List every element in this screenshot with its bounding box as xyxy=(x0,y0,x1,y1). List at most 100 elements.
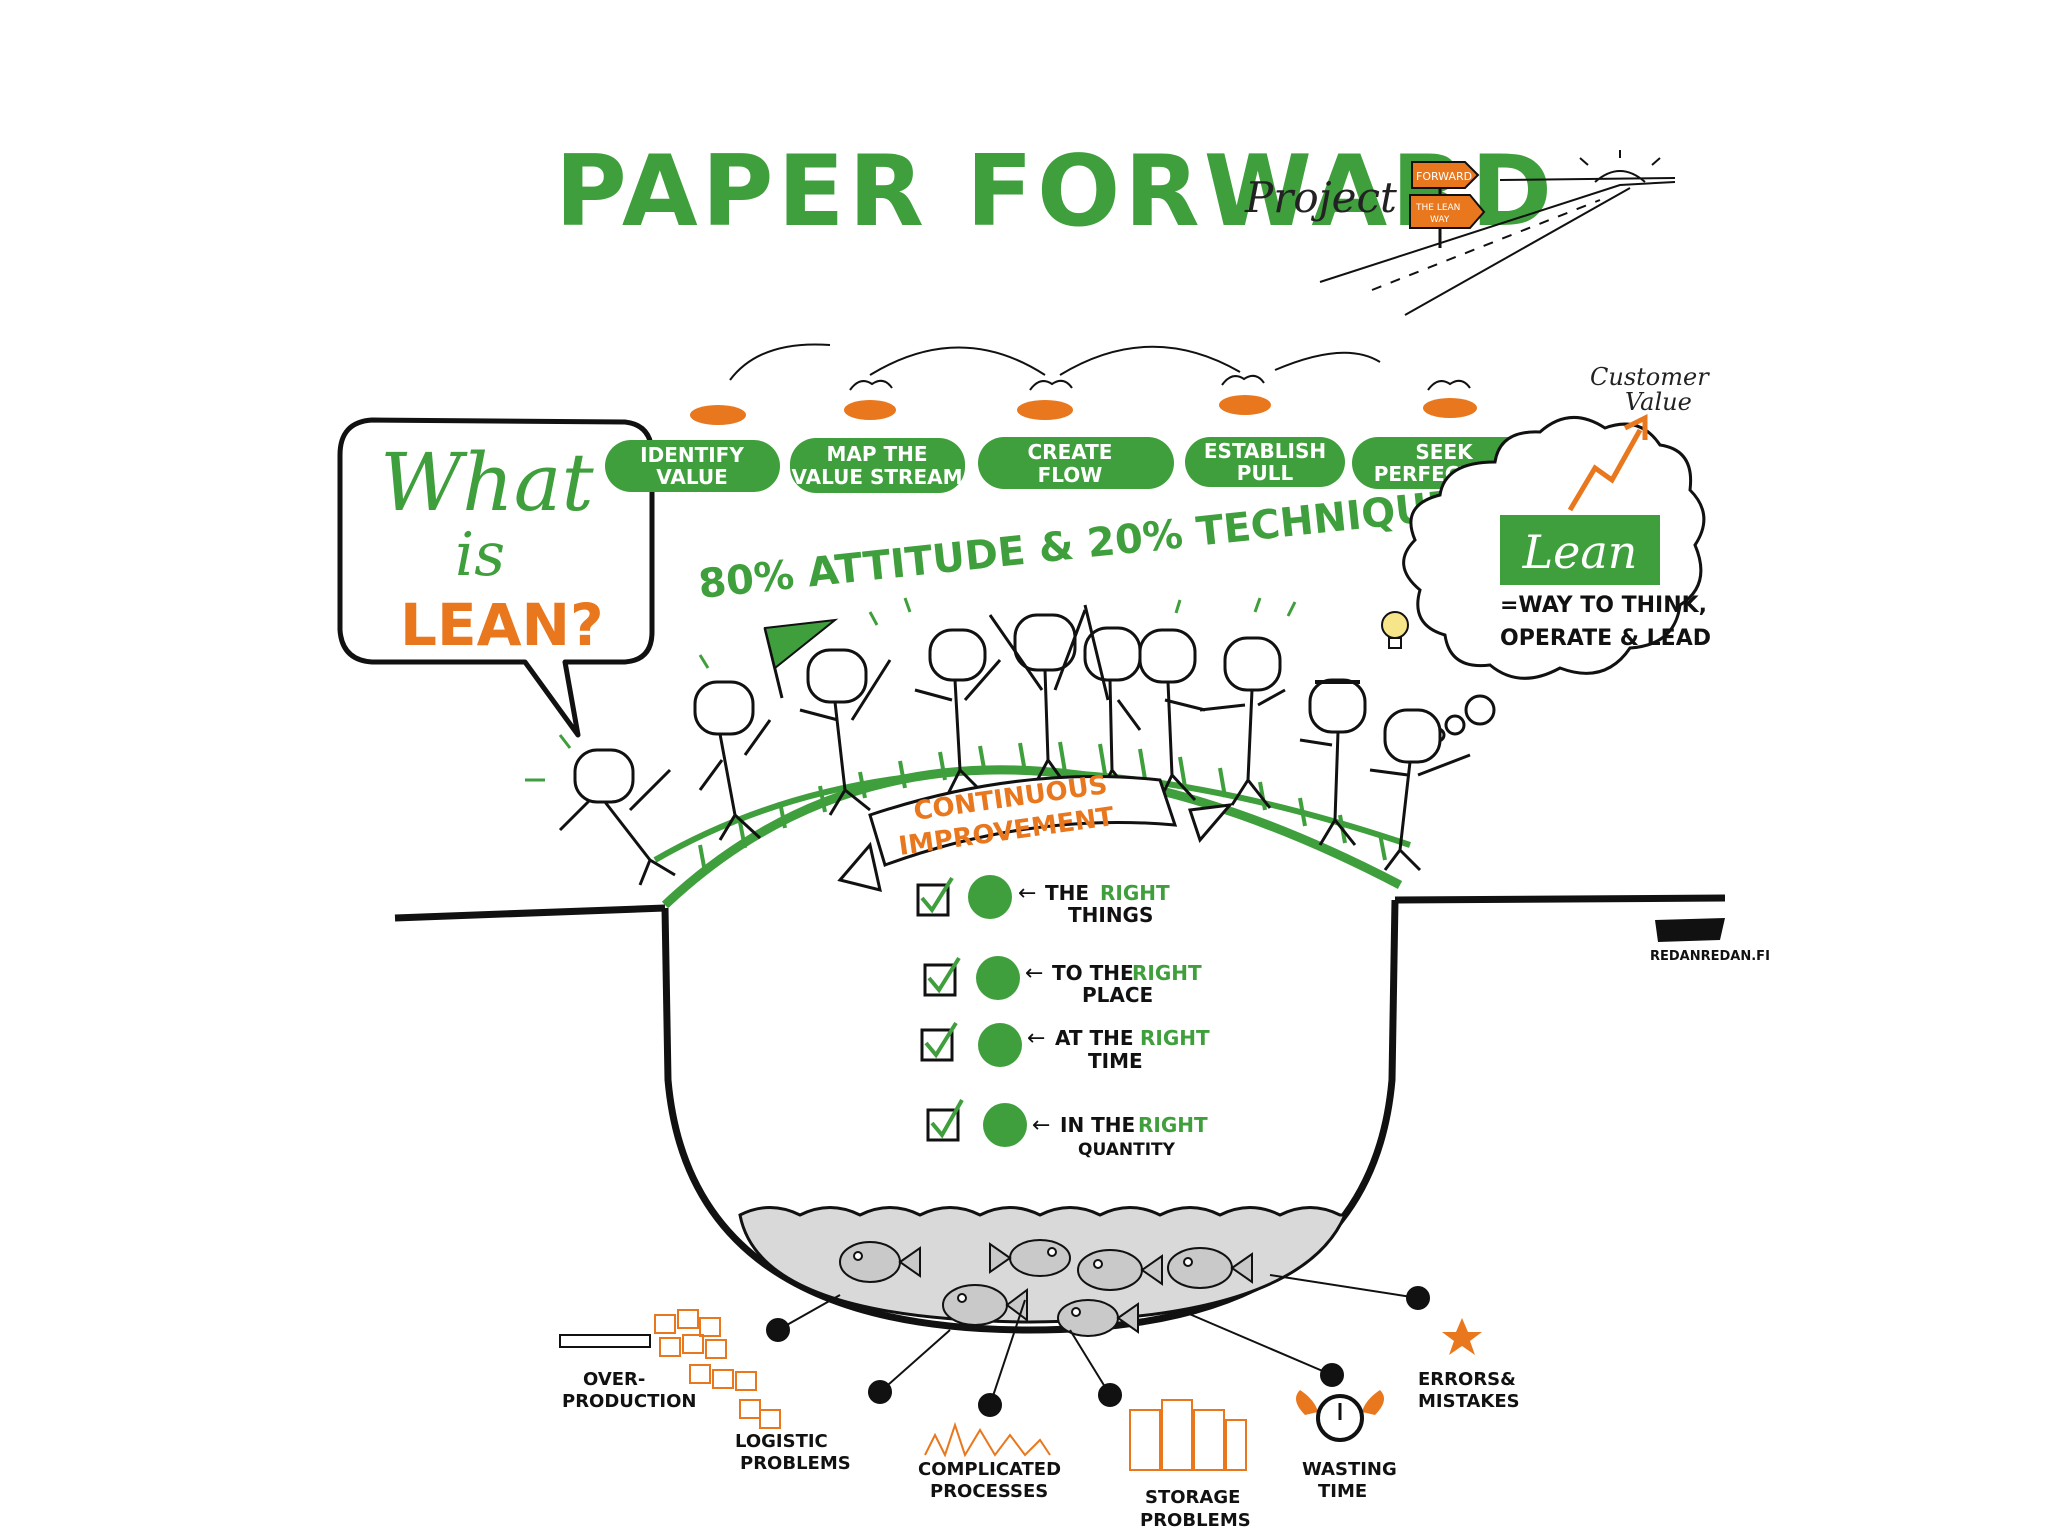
team-figures xyxy=(558,604,1471,886)
person-figure xyxy=(1299,678,1367,846)
sign-way-text: WAY xyxy=(1430,215,1450,225)
waste-errors-line1: ERRORS& xyxy=(1418,1369,1516,1390)
artist-signature: REDANREDAN.FI xyxy=(1650,918,1770,964)
waste-errors-line2: MISTAKES xyxy=(1418,1391,1520,1412)
person-figure xyxy=(914,628,1002,801)
lean-definition-line2: OPERATE & LEAD xyxy=(1500,626,1711,651)
lean-steps: IDENTIFY VALUE MAP THE VALUE STREAM CREA… xyxy=(605,437,1537,493)
lean-label-box xyxy=(1500,515,1660,585)
right-2-pre: TO THE xyxy=(1052,961,1134,985)
footsteps xyxy=(690,343,1477,425)
lean-label: Lean xyxy=(1522,525,1638,579)
right-item-things: ← THE RIGHT THINGS xyxy=(916,875,1170,927)
right-2-arrow: ← xyxy=(1025,961,1043,986)
road-sign-illustration: FORWARD THE LEAN WAY xyxy=(1319,150,1676,316)
waste-fish xyxy=(839,1239,1253,1337)
waste-overproduction-line2: PRODUCTION xyxy=(562,1391,696,1412)
step-3-line2: FLOW xyxy=(1038,463,1103,487)
person-figure xyxy=(799,648,892,816)
step-4-line1: ESTABLISH xyxy=(1204,439,1326,463)
customer-value-line2: Value xyxy=(1625,388,1692,416)
step-1-line1: IDENTIFY xyxy=(640,443,744,467)
right-2-post: PLACE xyxy=(1082,983,1153,1007)
step-4-line2: PULL xyxy=(1237,461,1294,485)
fish-icon xyxy=(1167,1247,1253,1289)
step-2-line1: MAP THE xyxy=(826,442,927,466)
step-3-line1: CREATE xyxy=(1028,440,1113,464)
lean-definition-line1: =WAY TO THINK, xyxy=(1500,593,1707,618)
waste-storage-line1: STORAGE xyxy=(1145,1487,1240,1508)
person-figure xyxy=(988,609,1087,791)
waste-logistic-line1: LOGISTIC xyxy=(735,1431,828,1452)
complicated-processes-icon xyxy=(924,1421,1051,1458)
waste-labels: OVER- PRODUCTION LOGISTIC PROBLEMS COMPL… xyxy=(562,1369,1520,1531)
step-5-line1: SEEK xyxy=(1415,440,1474,464)
step-1-line2: VALUE xyxy=(656,465,728,489)
fish-icon xyxy=(839,1241,921,1283)
step-2-line2: VALUE STREAM xyxy=(792,465,963,489)
sign-lean-way xyxy=(1409,194,1486,229)
page-title: PAPER FORWARD xyxy=(555,135,1556,249)
slogan-text: 80% ATTITUDE & 20% TECHNIQUE xyxy=(696,483,1457,608)
lightbulb-icon xyxy=(1381,611,1409,649)
right-item-time: ← AT THE RIGHT TIME xyxy=(920,1021,1210,1073)
fish-icon xyxy=(989,1239,1071,1277)
step-identify-value: IDENTIFY VALUE xyxy=(605,440,780,492)
growth-arrow-icon xyxy=(1567,428,1643,512)
sign-lean-text: THE LEAN xyxy=(1415,203,1460,213)
person-figure xyxy=(1369,708,1471,872)
overproduction-icon xyxy=(559,1309,781,1429)
waste-complicated-line2: PROCESSES xyxy=(930,1481,1048,1502)
storage-problems-icon xyxy=(1129,1399,1247,1471)
waste-storage-line2: PROBLEMS xyxy=(1140,1510,1251,1531)
sign-forward xyxy=(1411,161,1480,189)
person-figure xyxy=(558,748,676,886)
cheer-marks xyxy=(525,597,1297,782)
step-create-flow: CREATE FLOW xyxy=(978,437,1174,489)
flag-icon xyxy=(763,618,839,699)
right-1-post: THINGS xyxy=(1068,903,1153,927)
waste-logistic-line2: PROBLEMS xyxy=(740,1453,851,1474)
fish-icon xyxy=(1077,1249,1163,1291)
person-figure xyxy=(693,680,772,841)
right-4-pre: IN THE xyxy=(1060,1113,1135,1137)
right-4-post: QUANTITY xyxy=(1078,1140,1176,1160)
page-subtitle: Project xyxy=(1244,173,1397,222)
wasting-time-icon xyxy=(1296,1390,1384,1442)
right-1-accent: RIGHT xyxy=(1100,881,1170,905)
right-2-accent: RIGHT xyxy=(1132,961,1202,985)
right-1-pre: THE xyxy=(1045,881,1089,905)
rights-checklist: ← THE RIGHT THINGS ← TO THE RIGHT PLACE … xyxy=(916,875,1210,1160)
waste-overproduction-line1: OVER- xyxy=(583,1369,645,1390)
bubble-lean: LEAN? xyxy=(400,591,604,659)
bubble-what: What xyxy=(380,436,594,529)
bubble-is: is xyxy=(455,520,505,590)
sign-forward-text: FORWARD xyxy=(1416,170,1472,183)
right-item-place: ← TO THE RIGHT PLACE xyxy=(923,956,1202,1007)
fish-icon xyxy=(942,1284,1028,1326)
customer-value-line1: Customer xyxy=(1590,363,1710,391)
waste-connectors xyxy=(766,1274,1430,1417)
step-map-value-stream: MAP THE VALUE STREAM xyxy=(790,438,965,493)
right-1-arrow: ← xyxy=(1018,881,1036,906)
continuous-improvement-banner: CONTINUOUS IMPROVEMENT xyxy=(837,770,1234,893)
speech-bubble: What is LEAN? xyxy=(337,417,655,738)
person-figure xyxy=(1199,636,1286,809)
person-figure xyxy=(1138,628,1206,802)
fish-icon xyxy=(1057,1299,1139,1337)
waste-time-line1: WASTING xyxy=(1302,1459,1397,1480)
right-3-accent: RIGHT xyxy=(1140,1026,1210,1050)
right-4-arrow: ← xyxy=(1032,1113,1050,1138)
signature-text: REDANREDAN.FI xyxy=(1650,949,1770,964)
right-3-post: TIME xyxy=(1088,1049,1143,1073)
right-3-pre: AT THE xyxy=(1055,1026,1134,1050)
step-establish-pull: ESTABLISH PULL xyxy=(1185,437,1345,487)
waste-complicated-line1: COMPLICATED xyxy=(918,1459,1061,1480)
right-item-quantity: ← IN THE RIGHT QUANTITY xyxy=(926,1099,1208,1160)
thought-cloud: Customer Value Lean =WAY TO THINK, OPERA… xyxy=(1402,363,1711,743)
right-3-arrow: ← xyxy=(1027,1026,1045,1051)
right-4-accent: RIGHT xyxy=(1138,1113,1208,1137)
errors-mistakes-icon xyxy=(1442,1318,1482,1355)
